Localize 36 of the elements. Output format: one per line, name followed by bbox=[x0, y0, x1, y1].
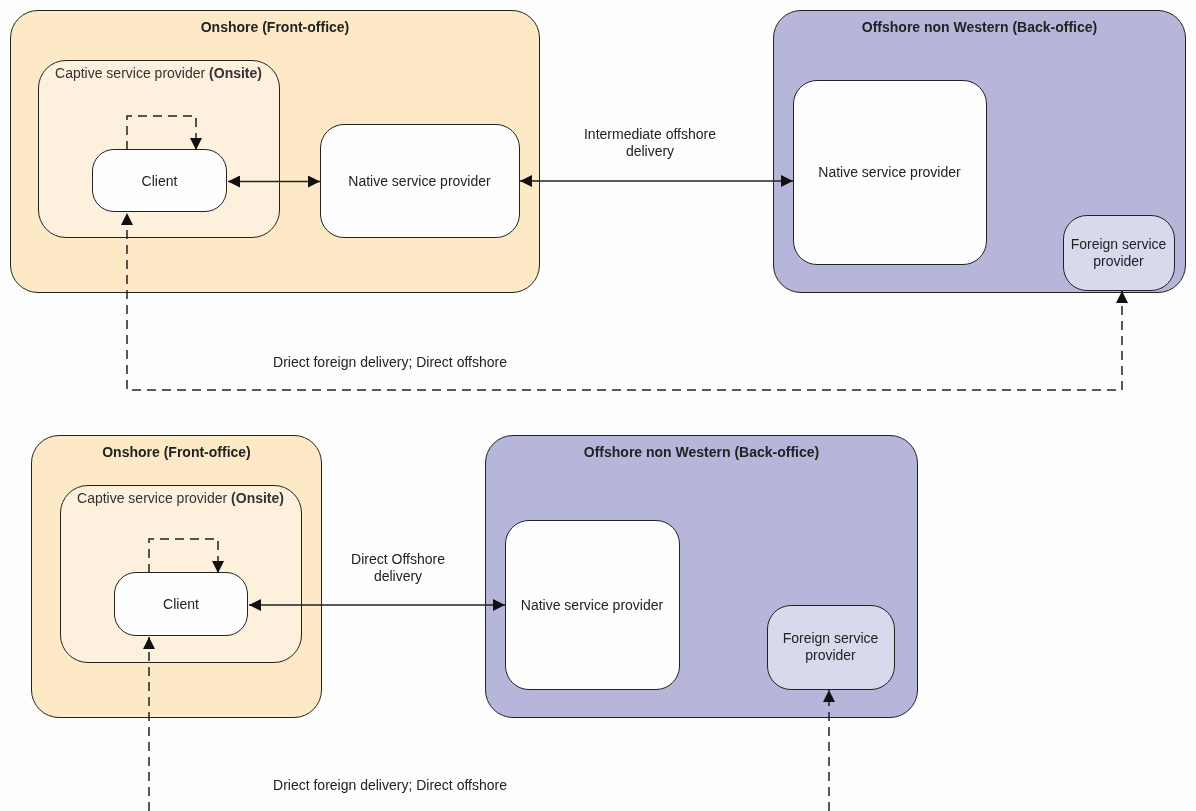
dashed-arrow bbox=[823, 689, 835, 811]
box-label: Native service provider bbox=[519, 596, 665, 613]
provider-group-box bbox=[59, 484, 302, 663]
group-label: Captive service provider (Onsite) bbox=[76, 489, 285, 507]
box-label: Client bbox=[162, 595, 200, 613]
region-title: Offshore non Western (Back-office) bbox=[582, 444, 821, 461]
arrow bbox=[227, 175, 321, 188]
box-label: Native service provider bbox=[817, 163, 962, 181]
edge-label: Driect foreign delivery; Direct offshore bbox=[273, 353, 507, 371]
region-title: Onshore (Front-office) bbox=[199, 19, 351, 36]
dashed-arrow bbox=[148, 538, 224, 574]
process-box bbox=[319, 123, 520, 238]
box-label: Foreign service provider bbox=[781, 630, 880, 664]
region-box bbox=[31, 435, 322, 718]
region-box bbox=[485, 435, 918, 718]
box-label: Native service provider bbox=[347, 172, 492, 189]
dashed-arrow bbox=[121, 212, 1128, 391]
process-box bbox=[792, 79, 987, 265]
process-box bbox=[504, 519, 680, 690]
note-text: Driect foreign delivery; Direct offshore bbox=[273, 776, 507, 794]
process-box bbox=[1062, 214, 1175, 291]
process-box bbox=[92, 149, 227, 212]
region-box bbox=[10, 10, 540, 293]
region-title: Onshore (Front-office) bbox=[101, 444, 252, 461]
arrow bbox=[519, 175, 794, 187]
dashed-arrow bbox=[143, 636, 155, 811]
provider-group-box bbox=[37, 59, 280, 238]
box-label: Foreign service provider bbox=[1069, 235, 1168, 270]
process-box bbox=[114, 572, 248, 636]
box-label: Client bbox=[140, 172, 179, 189]
arrow bbox=[248, 599, 506, 611]
group-label: Captive service provider (Onsite) bbox=[54, 64, 263, 82]
dashed-arrow bbox=[126, 115, 202, 151]
region-title: Offshore non Western (Back-office) bbox=[860, 19, 1099, 36]
process-box bbox=[766, 604, 895, 690]
region-box bbox=[773, 10, 1186, 293]
